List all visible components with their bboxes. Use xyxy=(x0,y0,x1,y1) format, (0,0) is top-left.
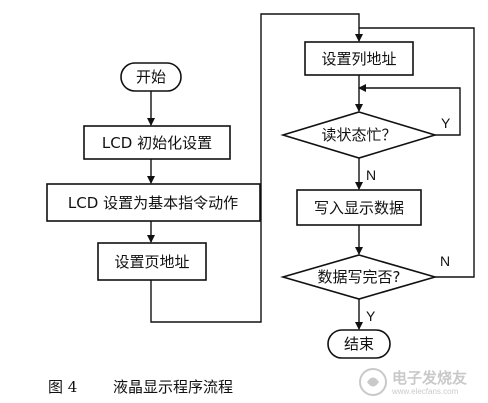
figure-number: 图 4 xyxy=(48,378,77,396)
set-col-label: 设置列地址 xyxy=(321,50,396,68)
read-busy-label: 读状态忙？ xyxy=(321,126,396,144)
busy-no-label: N xyxy=(366,167,376,183)
start-label: 开始 xyxy=(136,68,166,86)
edge-page-to-col xyxy=(150,13,363,323)
svg-text:电子发烧友: 电子发烧友 xyxy=(392,369,467,387)
end-terminal xyxy=(327,329,391,359)
lcd-basic-label: LCD 设置为基本指令动作 xyxy=(68,194,238,212)
set-page-process xyxy=(97,242,207,281)
edge-done-no-loop xyxy=(359,27,475,278)
lcd-basic-process xyxy=(46,183,261,222)
figure-title: 液晶显示程序流程 xyxy=(113,378,233,396)
svg-text:www.elecfans.com: www.elecfans.com xyxy=(392,387,459,396)
write-data-process xyxy=(296,189,422,226)
end-label: 结束 xyxy=(344,335,374,353)
done-no-label: N xyxy=(440,253,450,269)
busy-yes-label: Y xyxy=(441,115,451,131)
done-yes-label: Y xyxy=(366,308,376,324)
watermark: 电子发烧友 www.elecfans.com xyxy=(358,367,478,397)
data-done-label: 数据写完否? xyxy=(318,268,401,286)
edge-busy-yes-loop xyxy=(358,84,461,136)
watermark-text-art: 电子发烧友 www.elecfans.com xyxy=(392,369,467,396)
lcd-init-process xyxy=(83,125,231,160)
watermark-logo-icon xyxy=(359,368,387,396)
set-page-label: 设置页地址 xyxy=(114,253,189,271)
write-data-label: 写入显示数据 xyxy=(314,199,404,217)
lcd-init-label: LCD 初始化设置 xyxy=(102,134,212,152)
